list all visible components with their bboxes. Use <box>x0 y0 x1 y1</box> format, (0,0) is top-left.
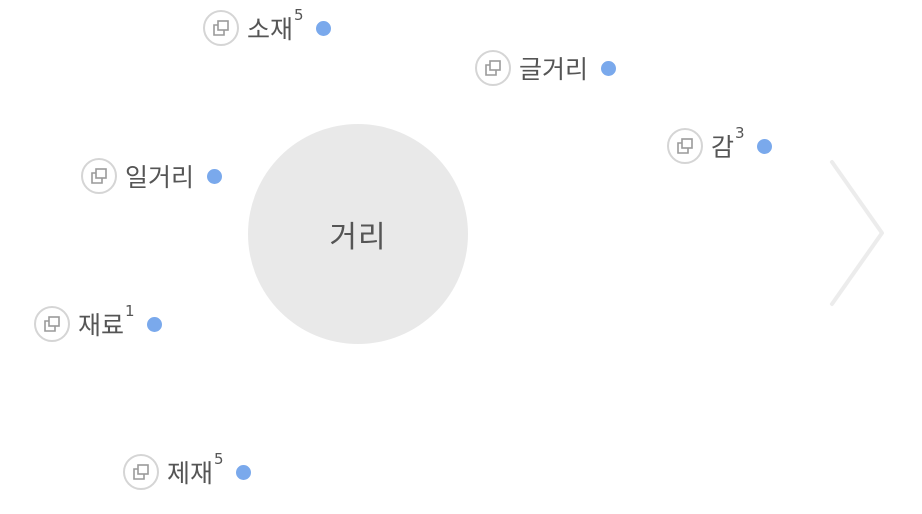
related-word-text: 제재 <box>167 459 214 488</box>
related-word-node: 일거리 <box>81 156 223 196</box>
related-word-link[interactable]: 글거리 <box>519 50 589 86</box>
related-word-text: 글거리 <box>519 55 589 84</box>
node-dot <box>315 20 331 36</box>
copy-button[interactable] <box>475 50 511 86</box>
copy-icon <box>44 316 60 332</box>
related-word-node: 글거리 <box>475 48 617 88</box>
copy-icon <box>91 168 107 184</box>
copy-button[interactable] <box>34 306 70 342</box>
next-button[interactable] <box>826 158 890 308</box>
node-dot <box>756 138 772 154</box>
copy-button[interactable] <box>81 158 117 194</box>
node-dot <box>146 316 162 332</box>
node-dot <box>235 464 251 480</box>
node-dot <box>601 60 617 76</box>
sense-number: 1 <box>125 302 135 320</box>
center-word-label: 거리 <box>329 220 387 255</box>
sense-number: 5 <box>294 6 304 24</box>
related-word-text: 감 <box>711 133 735 162</box>
copy-icon <box>677 138 693 154</box>
copy-icon <box>485 60 501 76</box>
chevron-right-icon <box>830 160 884 306</box>
related-word-text: 일거리 <box>125 163 195 192</box>
related-word-text: 재료 <box>78 311 125 340</box>
copy-button[interactable] <box>203 10 239 46</box>
copy-button[interactable] <box>667 128 703 164</box>
copy-button[interactable] <box>123 454 159 490</box>
related-word-text: 소재 <box>247 15 294 44</box>
sense-number: 5 <box>214 450 224 468</box>
sense-number: 3 <box>735 124 745 142</box>
node-dot <box>207 168 223 184</box>
copy-icon <box>213 20 229 36</box>
related-word-link[interactable]: 일거리 <box>125 158 195 194</box>
center-word-circle: 거리 <box>248 124 468 344</box>
copy-icon <box>133 464 149 480</box>
